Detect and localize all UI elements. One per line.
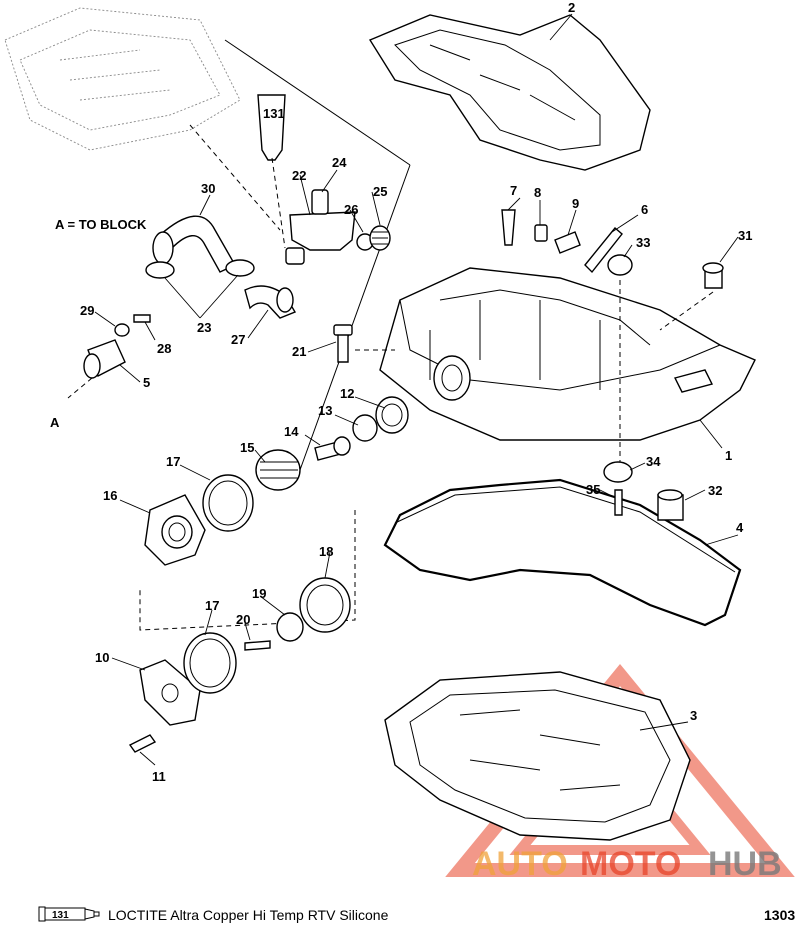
callout-11: 11 xyxy=(152,769,166,784)
fitting-5 xyxy=(83,339,126,379)
callout-5: 5 xyxy=(143,375,150,390)
top-gasket xyxy=(368,14,651,171)
callout-20: 20 xyxy=(236,612,250,627)
adapter-plate-housing xyxy=(379,267,756,441)
callout-6: 6 xyxy=(641,202,648,217)
callout-26: 26 xyxy=(344,202,358,217)
cap-25 xyxy=(369,225,391,251)
label-a: A xyxy=(50,415,60,430)
callout-3: 3 xyxy=(690,708,697,723)
fitting-28 xyxy=(133,314,151,323)
gasket-17-upper xyxy=(202,474,254,532)
note-to-block: A = TO BLOCK xyxy=(55,217,147,232)
bottom-gasket xyxy=(384,671,691,841)
callout-23: 23 xyxy=(197,320,211,335)
callout-16: 16 xyxy=(103,488,117,503)
callout-19: 19 xyxy=(252,586,266,601)
hose-30 xyxy=(152,215,236,273)
seal-12 xyxy=(375,396,409,434)
spring-15 xyxy=(255,449,301,491)
callout-21: 21 xyxy=(292,344,306,359)
grommet-34 xyxy=(603,461,633,483)
plug-18 xyxy=(299,577,351,633)
callout-22: 22 xyxy=(292,168,306,183)
callout-10: 10 xyxy=(95,650,109,665)
callout-28: 28 xyxy=(157,341,171,356)
seal-ring xyxy=(383,478,742,627)
thermostat-14 xyxy=(314,436,351,461)
watermark-moto: MOTO xyxy=(580,845,681,883)
callout-17-upper: 17 xyxy=(166,454,180,469)
callout-15: 15 xyxy=(240,440,254,455)
clamps-23 xyxy=(145,259,255,279)
callout-17-lower: 17 xyxy=(205,598,219,613)
callout-25: 25 xyxy=(373,184,387,199)
callout-35: 35 xyxy=(586,482,600,497)
callout-27: 27 xyxy=(231,332,245,347)
bolt-11 xyxy=(128,734,157,753)
screw-35 xyxy=(614,489,623,516)
callout-labels: 1 2 3 4 5 6 7 8 9 10 11 12 13 14 15 16 1… xyxy=(80,0,752,784)
callout-24: 24 xyxy=(332,155,347,170)
bolt-20 xyxy=(244,640,271,651)
callout-34: 34 xyxy=(646,454,661,469)
callout-8: 8 xyxy=(534,185,541,200)
footer-sealant-text: LOCTITE Altra Copper Hi Temp RTV Silicon… xyxy=(108,907,389,923)
grommet-33 xyxy=(607,254,633,276)
page-code: 1303 xyxy=(764,907,796,923)
oring-29 xyxy=(114,323,130,337)
callout-4: 4 xyxy=(736,520,744,535)
callout-9: 9 xyxy=(572,196,579,211)
callout-13: 13 xyxy=(318,403,332,418)
callout-2: 2 xyxy=(568,0,575,15)
callout-14: 14 xyxy=(284,424,299,439)
watermark-auto: AUTO xyxy=(472,845,568,883)
callout-1: 1 xyxy=(725,448,732,463)
clip-24 xyxy=(311,189,329,215)
watermark-hub: HUB xyxy=(708,845,782,883)
callout-18: 18 xyxy=(319,544,333,559)
callout-31: 31 xyxy=(738,228,752,243)
footer-tube-icon: 131 xyxy=(38,906,100,922)
callout-29: 29 xyxy=(80,303,94,318)
pin-7 xyxy=(501,209,516,246)
cap-31 xyxy=(702,262,724,289)
callout-7: 7 xyxy=(510,183,517,198)
cover-10 xyxy=(139,659,201,726)
callout-32: 32 xyxy=(708,483,722,498)
leader-lines xyxy=(67,13,739,766)
callout-12: 12 xyxy=(340,386,354,401)
engine-block-ghost xyxy=(4,7,241,151)
sleeve-32 xyxy=(657,489,684,521)
tube-131: 131 xyxy=(257,94,286,161)
elbow-27 xyxy=(244,285,297,319)
cover-16 xyxy=(144,494,206,566)
bolt-21 xyxy=(333,324,353,363)
fitting-9 xyxy=(554,231,581,254)
watermark-logo: AUTO MOTO HUB xyxy=(472,845,782,883)
washer-19 xyxy=(276,612,304,642)
panel-boundary xyxy=(139,39,411,631)
callout-30: 30 xyxy=(201,181,215,196)
sensor-6 xyxy=(584,227,623,274)
plug-8 xyxy=(534,224,548,242)
gasket-17-lower xyxy=(183,632,237,694)
callout-33: 33 xyxy=(636,235,650,250)
gasket-13 xyxy=(352,414,378,442)
footer-tube-label: 131 xyxy=(52,910,69,921)
tube-131-label: 131 xyxy=(263,106,285,121)
fitting-22 xyxy=(285,211,356,265)
